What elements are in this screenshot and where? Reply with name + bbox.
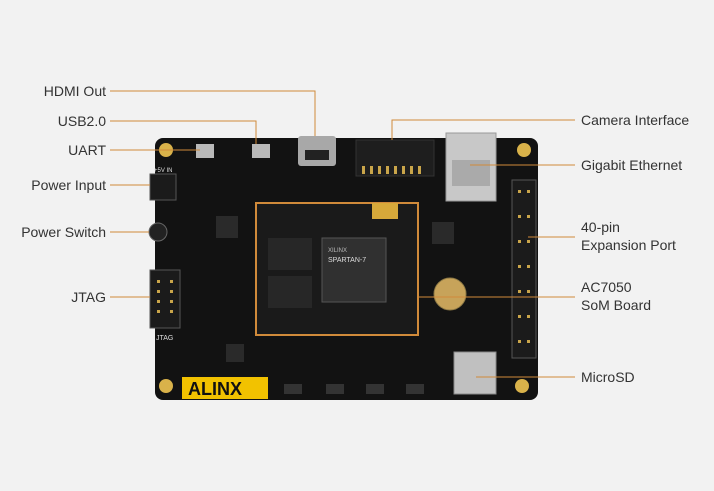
silk-5v: +5V IN (154, 168, 173, 174)
mounting-hole (515, 379, 529, 393)
label-expansion-port: 40-pin Expansion Port (581, 219, 676, 253)
jtag-header (149, 269, 181, 329)
label-gigabit-ethernet: Gigabit Ethernet (581, 157, 683, 173)
mounting-hole (517, 143, 531, 157)
chip-name: SPARTAN-7 (328, 257, 366, 264)
label-power-input: Power Input (31, 177, 106, 193)
silk-jtag: JTAG (156, 335, 173, 342)
callout-line-hdmi (110, 90, 316, 136)
usb-connector (252, 144, 270, 158)
coin-battery (433, 277, 467, 311)
expansion-header (511, 179, 537, 359)
alinx-logo (182, 377, 268, 399)
label-hdmi-out: HDMI Out (43, 83, 106, 99)
power-jack (149, 173, 177, 201)
uart-connector (196, 144, 214, 158)
label-camera-interface: Camera Interface (581, 112, 690, 128)
label-power-switch: Power Switch (21, 224, 106, 240)
label-jtag: JTAG (71, 289, 106, 305)
callout-line-usb (110, 120, 257, 144)
alinx-text: ALINX (188, 379, 242, 399)
chip-brand: XILINX (328, 248, 347, 254)
fpga-chip (321, 237, 387, 303)
label-microsd: MicroSD (581, 369, 635, 385)
callout-line-camera (391, 119, 575, 140)
label-uart: UART (68, 142, 106, 158)
label-som-board: AC7050 SoM Board (581, 279, 652, 313)
power-switch-knob (148, 222, 168, 242)
mounting-hole (159, 379, 173, 393)
microsd-slot (453, 351, 497, 395)
label-usb20: USB2.0 (57, 113, 106, 129)
